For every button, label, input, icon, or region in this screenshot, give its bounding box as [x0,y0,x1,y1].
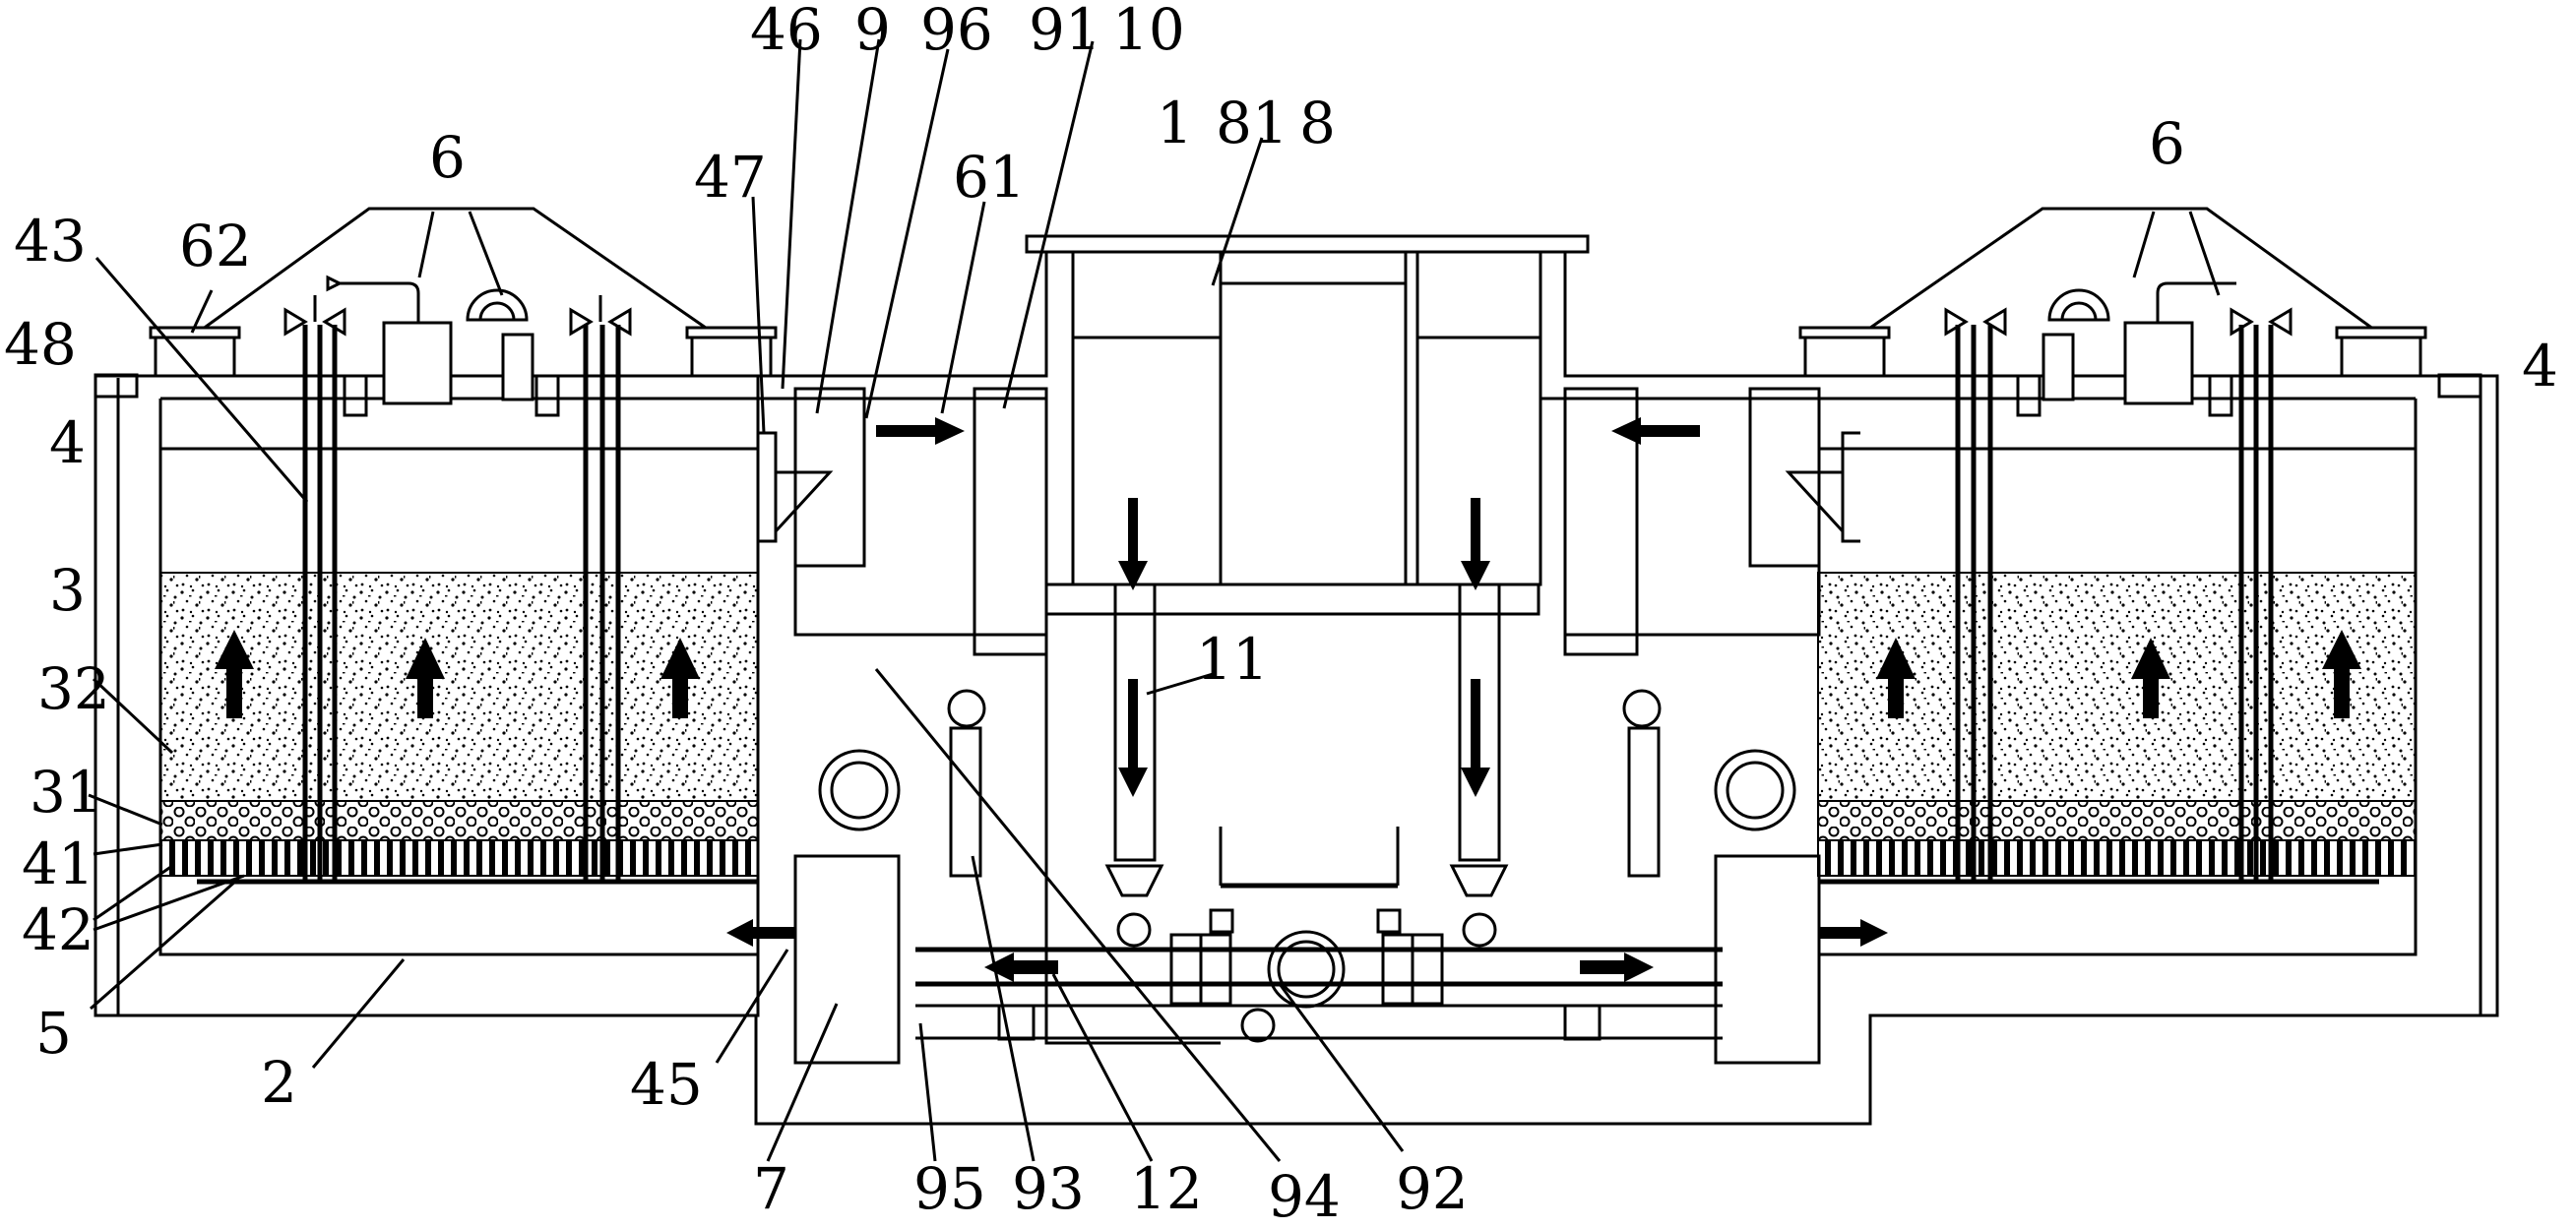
label-7: 7 [753,1155,789,1222]
label-42: 42 [22,896,94,963]
label-94: 94 [1268,1163,1341,1224]
label-1: 1 [1157,90,1193,156]
label-8: 8 [1299,90,1336,156]
center-structure [726,234,1888,1065]
label-46: 46 [750,0,823,63]
label-11: 11 [1196,626,1269,693]
label-92: 92 [1396,1155,1469,1222]
label-62: 62 [179,213,252,279]
left-filter-tank [94,207,778,1017]
label-6-left: 6 [429,124,466,191]
label-2: 2 [261,1049,297,1116]
label-91: 91 [1029,0,1101,63]
label-61: 61 [953,144,1026,211]
label-96: 96 [920,0,993,63]
label-5: 5 [35,1000,72,1067]
label-95: 95 [913,1155,986,1222]
label-81: 81 [1216,90,1288,156]
label-6-right: 6 [2149,110,2185,177]
label-4-left: 4 [49,409,86,476]
leader-lines [88,38,2221,1162]
right-filter-tank [1798,207,2482,1017]
label-45: 45 [630,1051,703,1118]
label-10: 10 [1112,0,1185,63]
label-9: 9 [854,0,891,63]
base-outline [118,374,2499,1126]
label-32: 32 [37,655,110,722]
label-3: 3 [49,557,86,624]
label-4-right: 4 [2522,333,2558,399]
label-12: 12 [1130,1155,1203,1222]
label-41: 41 [22,830,94,897]
label-93: 93 [1012,1155,1085,1222]
label-43: 43 [14,208,87,275]
label-48: 48 [4,311,77,378]
reference-labels: 46 9 96 91 10 6 6 1 81 8 47 61 43 62 48 … [4,0,2558,1229]
label-31: 31 [30,759,102,826]
label-47: 47 [694,144,767,211]
